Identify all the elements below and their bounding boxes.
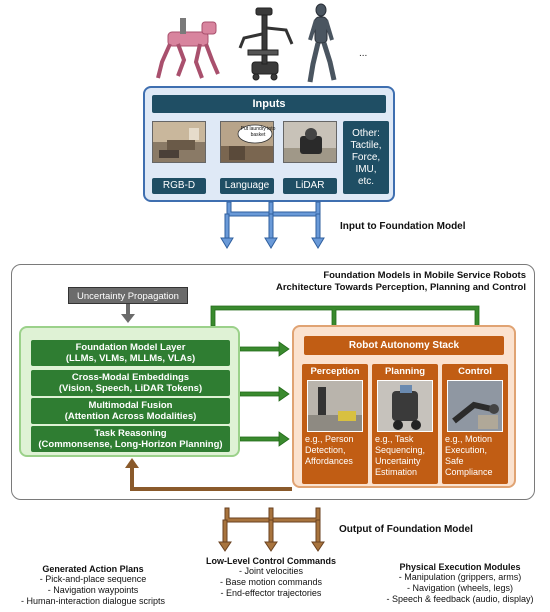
output-caption: Output of Foundation Model: [339, 524, 473, 535]
control-photo: [447, 380, 503, 432]
column-title: Perception: [310, 366, 360, 377]
rgbd-thumbnail: [152, 121, 206, 163]
fm-layer-subtitle: (LLMs, VLMs, MLLMs, VLAs): [65, 353, 196, 364]
column-text: e.g., Motion Execution, Safe Compliance: [445, 434, 493, 477]
input-label-lidar: LiDAR: [283, 178, 337, 194]
output-control-commands: Low-Level Control Commands - Joint veloc…: [196, 556, 346, 599]
input-other-box: Other: Tactile, Force, IMU, etc.: [343, 121, 389, 194]
output-item: - Navigation (wheels, legs): [406, 583, 514, 593]
output-item: - Human-interaction dialogue scripts: [20, 596, 166, 606]
output-item: - Navigation waypoints: [47, 585, 139, 595]
stack-column-perception: Perception e.g., Person Detection, Affor…: [302, 364, 368, 484]
output-title: Physical Execution Modules: [399, 562, 521, 572]
output-item: - End-effector trajectories: [220, 588, 322, 598]
output-title: Low-Level Control Commands: [205, 556, 336, 566]
output-action-plans: Generated Action Plans - Pick-and-place …: [2, 564, 184, 607]
stack-title: Robot Autonomy Stack: [304, 336, 504, 355]
fm-layer-title: Multimodal Fusion: [88, 400, 173, 411]
output-item: - Pick-and-place sequence: [39, 574, 147, 584]
ellipsis: ...: [359, 48, 367, 59]
fm-title: Foundation Models in Mobile Service Robo…: [276, 270, 526, 294]
fm-layer-subtitle: (Attention Across Modalities): [64, 411, 197, 422]
output-item: - Manipulation (grippers, arms): [398, 572, 522, 582]
input-caption: Input to Foundation Model: [340, 221, 466, 232]
speech-bubble-text: Put laundry into basket: [240, 126, 276, 138]
output-item: - Joint velocities: [238, 566, 304, 576]
humanoid-robot-icon: [307, 3, 337, 83]
perception-photo: [307, 380, 363, 432]
column-text: e.g., Task Sequencing, Uncertainty Estim…: [375, 434, 426, 477]
fm-layer-embeddings: Cross-Modal Embeddings (Vision, Speech, …: [31, 370, 230, 396]
mobile-manipulator-icon: [238, 7, 294, 81]
uncertainty-propagation-box: Uncertainty Propagation: [68, 287, 188, 304]
fm-title-line2: Architecture Towards Perception, Plannin…: [275, 282, 526, 293]
output-title: Generated Action Plans: [42, 564, 144, 574]
output-item: - Base motion commands: [219, 577, 323, 587]
output-item: - Speech & feedback (audio, display): [386, 594, 534, 604]
column-text: e.g., Person Detection, Affordances: [305, 434, 354, 466]
robot-illustrations: ...: [156, 3, 367, 83]
input-label-language: Language: [220, 178, 274, 194]
fm-layer-subtitle: (Commonsense, Long-Horizon Planning): [38, 439, 223, 450]
language-thumbnail: [220, 121, 274, 163]
fm-layer-title: Cross-Modal Embeddings: [71, 372, 190, 383]
quadruped-robot-icon: [156, 18, 220, 79]
stack-column-planning: Planning e.g., Task Sequencing, Uncertai…: [372, 364, 438, 484]
fm-layer-foundation: Foundation Model Layer (LLMs, VLMs, MLLM…: [31, 340, 230, 366]
inputs-title: Inputs: [152, 95, 386, 113]
inputs-panel: Inputs Put laundry into basket RGB-D Lan…: [143, 86, 395, 202]
output-arrows: [218, 507, 325, 552]
column-title: Planning: [384, 366, 426, 377]
fm-layer-reasoning: Task Reasoning (Commonsense, Long-Horizo…: [31, 426, 230, 452]
column-title: Control: [458, 366, 492, 377]
fm-layer-fusion: Multimodal Fusion (Attention Across Moda…: [31, 398, 230, 424]
input-other-text: Other: Tactile, Force, IMU, etc.: [350, 127, 382, 187]
planning-photo: [377, 380, 433, 432]
fm-title-line1: Foundation Models in Mobile Service Robo…: [323, 270, 526, 281]
fm-layer-title: Task Reasoning: [94, 428, 167, 439]
input-label-rgbd: RGB-D: [152, 178, 206, 194]
fm-layer-title: Foundation Model Layer: [75, 342, 186, 353]
stack-column-control: Control e.g., Motion Execution, Safe Com…: [442, 364, 508, 484]
robot-autonomy-stack-panel: Robot Autonomy Stack Perception e.g., Pe…: [292, 325, 516, 488]
input-arrows: [220, 201, 325, 249]
lidar-thumbnail: [283, 121, 337, 163]
output-execution-modules: Physical Execution Modules - Manipulatio…: [372, 562, 548, 605]
fm-layer-subtitle: (Vision, Speech, LiDAR Tokens): [58, 383, 203, 394]
foundation-model-panel: Foundation Model Layer (LLMs, VLMs, MLLM…: [19, 326, 240, 457]
